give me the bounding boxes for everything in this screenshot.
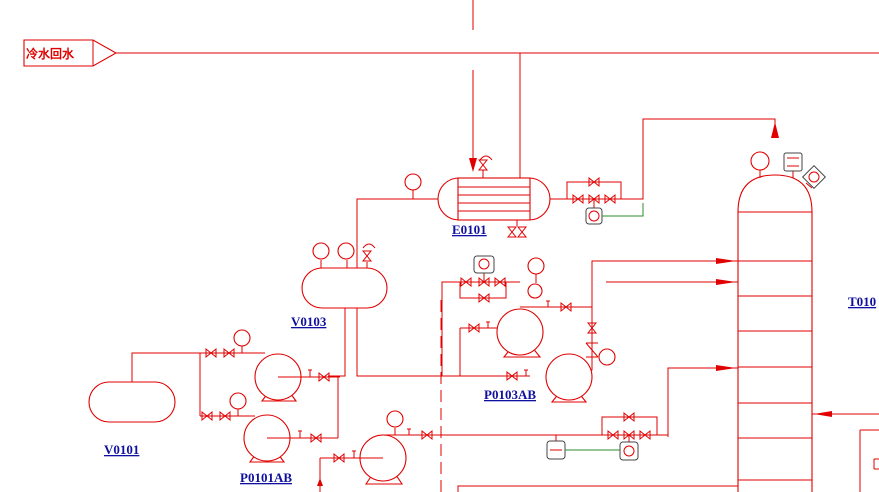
pressure-gauge [527, 283, 543, 299]
pressure-gauge [527, 257, 545, 275]
pressure-gauge [404, 173, 422, 191]
pressure-gauge [337, 242, 355, 260]
level-gauge [312, 242, 330, 260]
bottom-pipe [457, 485, 738, 492]
heat-exchanger-e0101 [437, 177, 551, 221]
column-relief-device [801, 164, 827, 190]
vent-valve [478, 159, 488, 171]
pipe-v0101-outlet [131, 352, 200, 382]
tag-e0101: E0101 [452, 222, 487, 237]
valve-actuator [619, 441, 639, 461]
tag-v0101: V0101 [104, 442, 139, 457]
pipe-v0103-to-p0103 [356, 308, 530, 377]
tag-t010: T010 [848, 294, 876, 309]
pressure-gauge [229, 392, 247, 410]
pipe-p0103-bypass-loop [441, 281, 520, 376]
inlet-label: 冷水回水 [26, 46, 75, 61]
pressure-gauge [233, 329, 251, 347]
column-t010 [737, 174, 813, 492]
column-instrument [783, 152, 803, 172]
inlet-tag [23, 39, 118, 67]
flow-arrow [469, 158, 477, 172]
relief-valve [362, 250, 372, 262]
valve-actuator [585, 207, 603, 225]
vessel-v0103 [301, 267, 388, 309]
pressure-gauge [598, 348, 616, 366]
pump-p0103b [545, 353, 593, 401]
drain-valve [507, 226, 517, 238]
flow-arrow [771, 122, 779, 138]
pump-p0103a [496, 308, 544, 356]
pressure-gauge [386, 410, 404, 428]
vessel-v0101 [88, 381, 176, 423]
pipe-v0103-to-p0101 [328, 308, 346, 377]
feed-line-middle [667, 367, 738, 437]
valve-actuator [473, 255, 495, 274]
pipe-e0101-outlet [550, 118, 776, 200]
pipe-v0103-to-e0101 [356, 198, 438, 268]
column-pressure-gauge [750, 151, 770, 171]
tag-p0103ab: P0103AB [484, 387, 536, 402]
tag-p0101ab: P0101AB [240, 470, 292, 485]
drain-valve [517, 226, 527, 238]
feed-line-upper [591, 260, 738, 312]
tag-v0103: V0103 [291, 314, 327, 329]
signal-line [602, 203, 644, 217]
